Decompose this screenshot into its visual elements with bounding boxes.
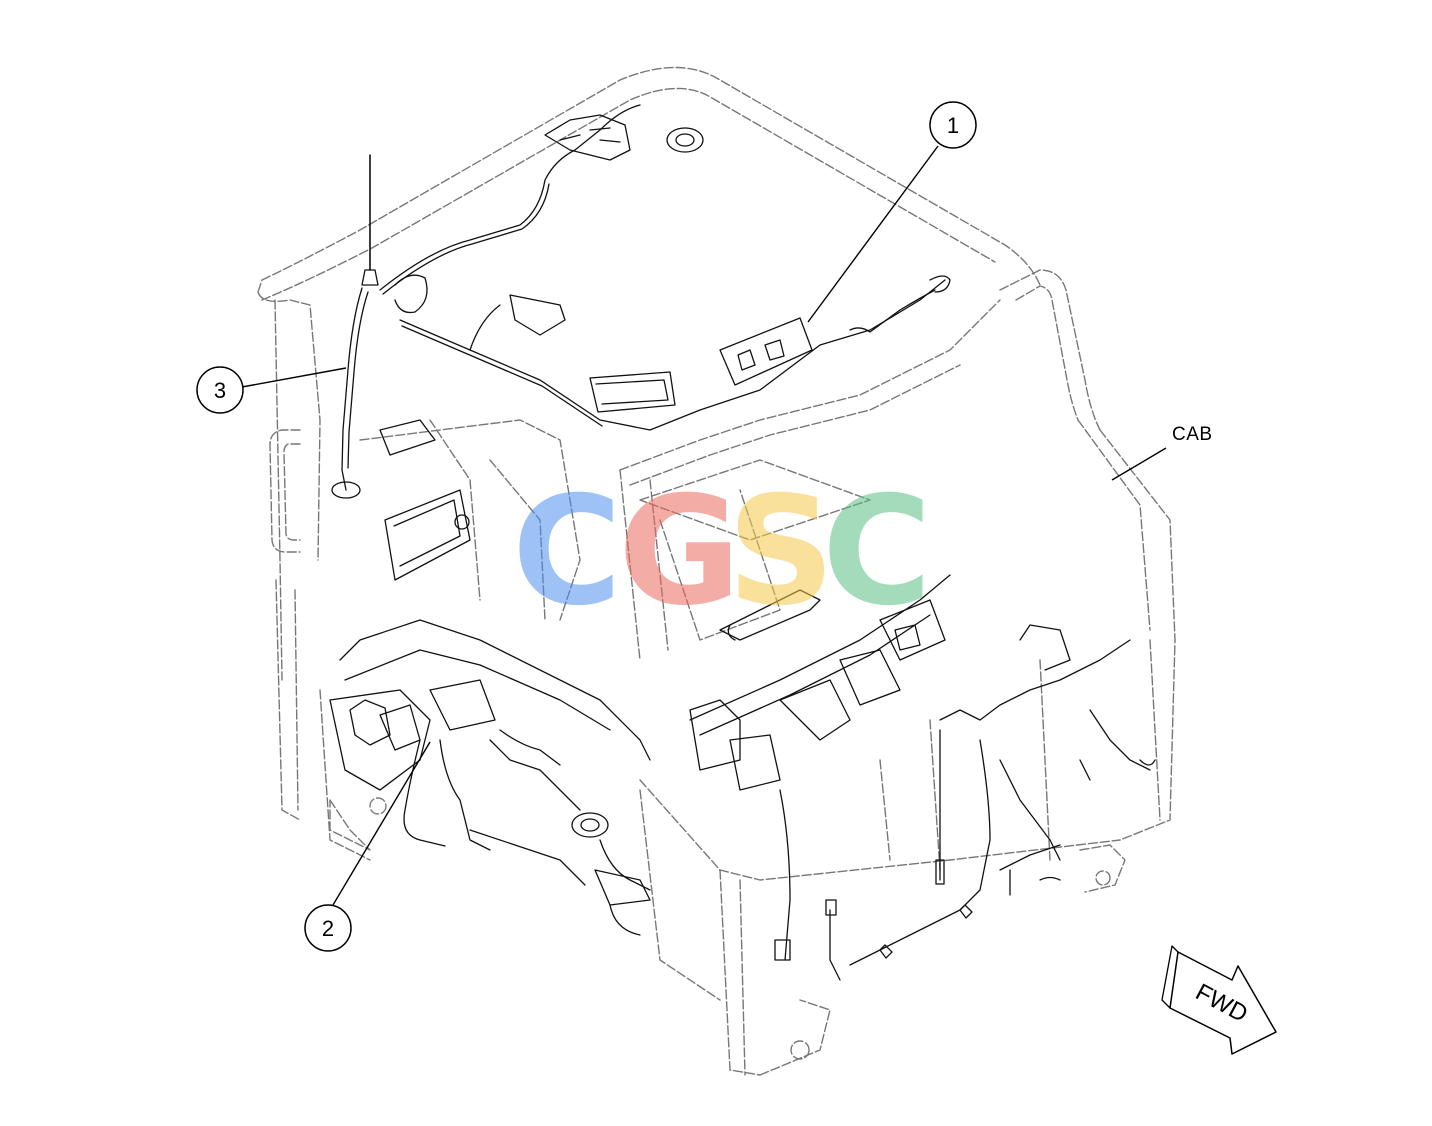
- callout-number: 1: [947, 113, 959, 138]
- callout-circle: [929, 101, 977, 149]
- cab-outline: [257, 66, 1176, 1076]
- callout-3: 3: [196, 366, 244, 414]
- leader-line-1: [807, 145, 939, 323]
- cab-label: CAB: [1172, 424, 1213, 445]
- watermark-letter-s: S: [727, 465, 835, 639]
- wiring-harness: [329, 104, 1156, 981]
- watermark-letter-g: G: [618, 465, 741, 639]
- leader-line-3: [241, 367, 347, 388]
- callout-circle: [304, 904, 352, 952]
- leader-lines: [241, 145, 1167, 906]
- callout-number: 2: [322, 916, 334, 941]
- watermark-logo: C G S C: [512, 465, 932, 639]
- watermark-letter-c2: C: [822, 465, 932, 639]
- callout-1: 1: [929, 101, 977, 149]
- watermark-letter-c1: C: [512, 465, 622, 639]
- forward-arrow: FWD: [1161, 945, 1277, 1055]
- callout-2: 2: [304, 904, 352, 952]
- leader-line-cab: [1111, 447, 1167, 481]
- callout-number: 3: [214, 378, 226, 403]
- callout-circle: [196, 366, 244, 414]
- leader-line-2: [332, 741, 431, 906]
